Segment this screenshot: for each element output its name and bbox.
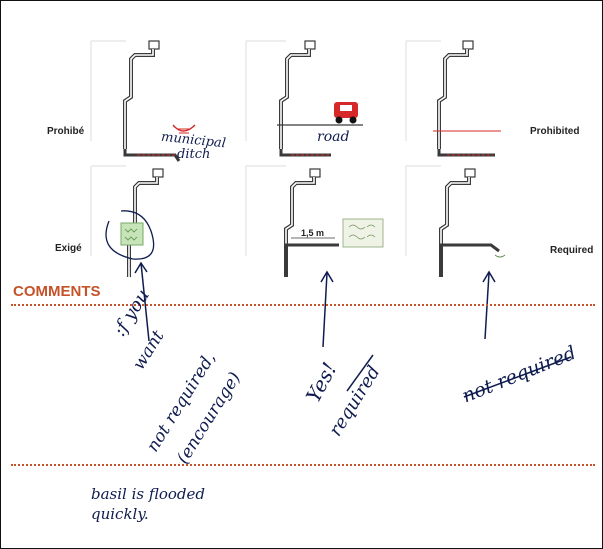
car-icon: [334, 102, 358, 124]
handwritten-ditch: ditch: [177, 147, 211, 162]
handwritten-basil-flooded: basil is flooded: [91, 485, 206, 503]
comments-bottom-divider: [11, 464, 595, 466]
handwritten-road: road: [317, 129, 350, 145]
label-required-fr: Exigé: [55, 243, 82, 254]
comments-heading: COMMENTS: [13, 283, 101, 300]
label-prohibited-fr: Prohibé: [47, 126, 85, 137]
distance-label: 1,5 m: [301, 228, 325, 238]
label-prohibited-en: Prohibited: [530, 126, 580, 137]
handwritten-quickly: quickly.: [91, 505, 149, 523]
comments-top-divider: [11, 304, 595, 306]
label-required-en: Required: [550, 245, 594, 256]
